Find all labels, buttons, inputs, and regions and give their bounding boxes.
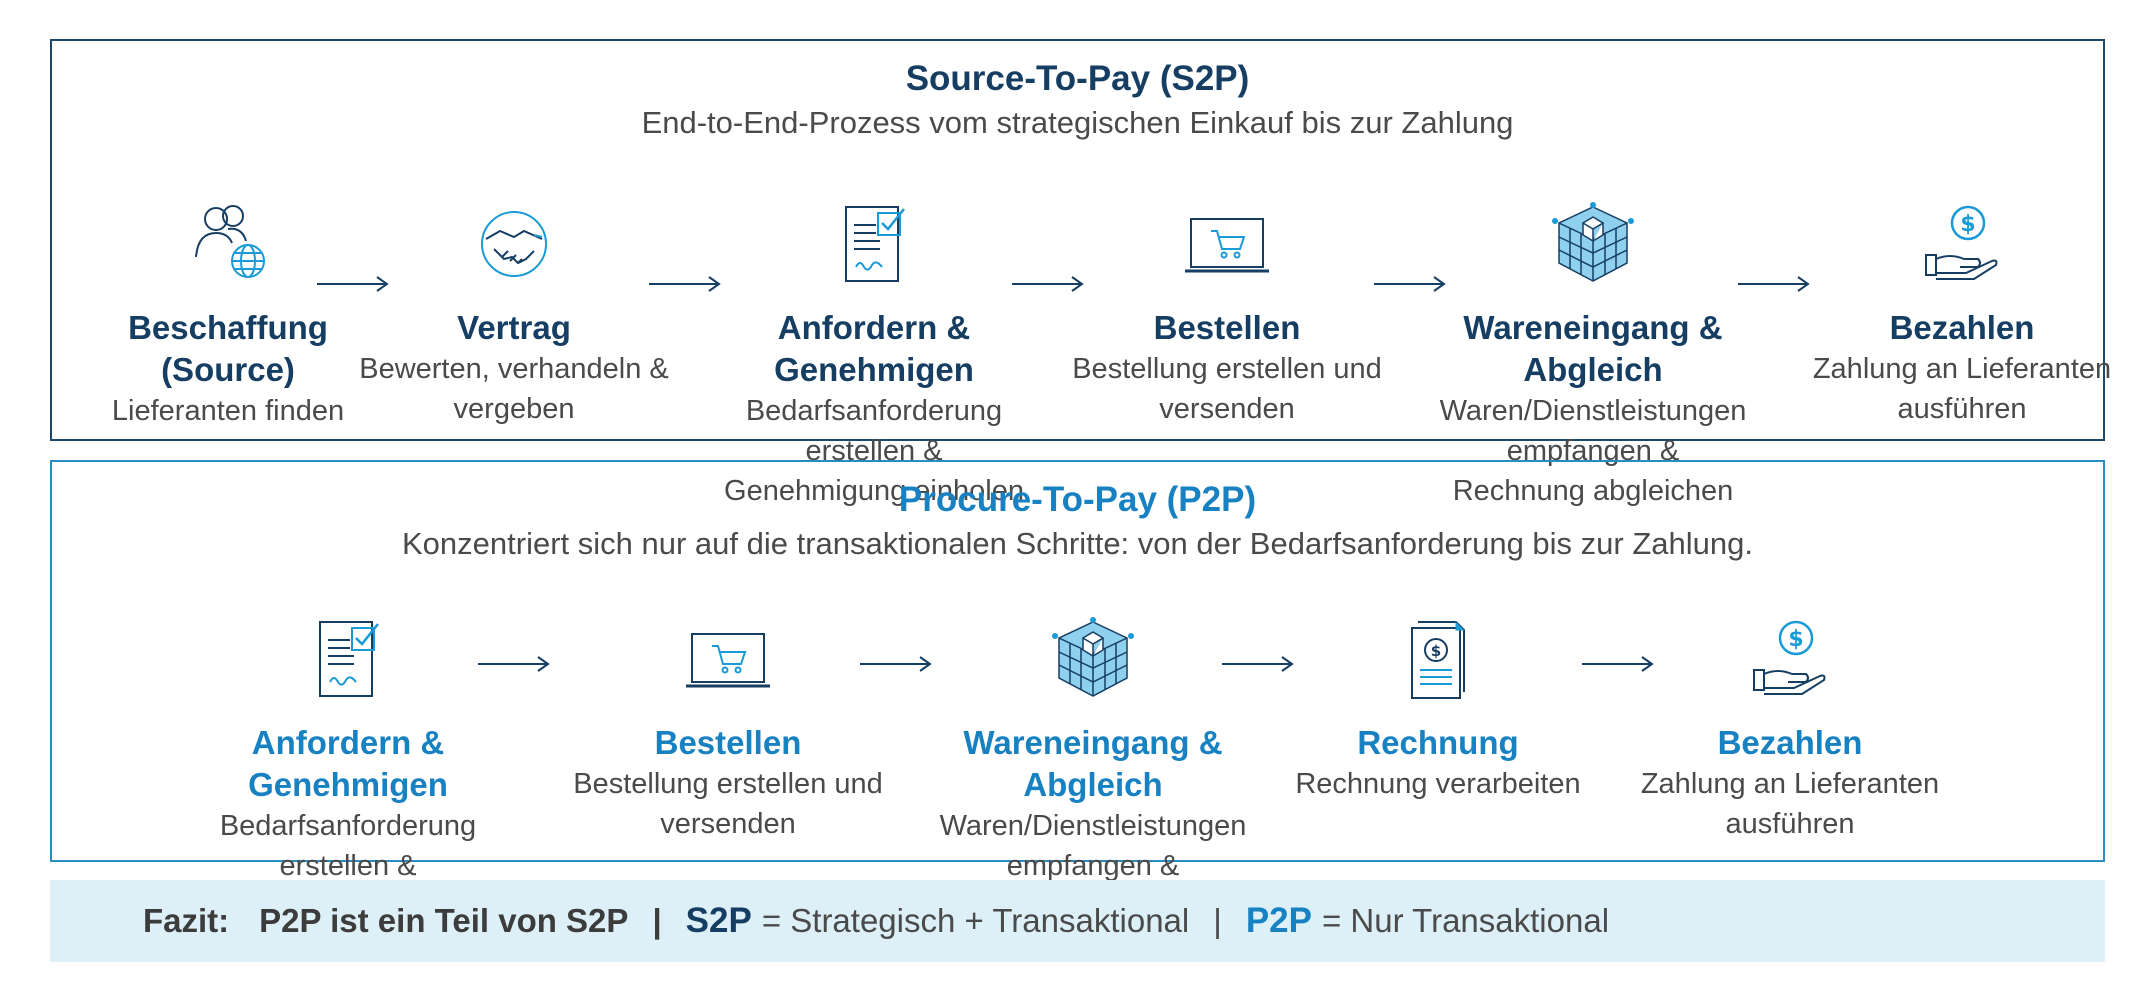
s2p-step-label: Bezahlen [1889, 309, 2035, 346]
s2p-title: Source-To-Pay (S2P) [905, 59, 1250, 98]
invoice-coin-icon: $ [1411, 621, 1465, 699]
s2p-step-desc: Zahlung an Lieferanten ausführen [1812, 353, 2112, 425]
s2p-step-label: Vertrag [457, 309, 571, 346]
s2p-panel: Source-To-Pay (S2P) End-to-End-Prozess v… [50, 39, 2111, 507]
p2p-step-desc: Bestellung erstellen und versenden [573, 768, 883, 840]
s2p-step-desc: Waren/Dienstleistungen empfangen & Rechn… [1439, 395, 1747, 507]
hand-coin-icon: $ [1753, 620, 1826, 695]
s2p-step-label: Wareneingang & Abgleich [1463, 309, 1723, 388]
laptop-cart-icon [1185, 218, 1269, 273]
s2p-step-anfordern: Anfordern & Genehmigen Bedarfsanforderun… [719, 199, 1029, 511]
fazit-divider: | [1213, 902, 1222, 939]
arrow-right-icon [1012, 276, 1084, 292]
document-check-icon [319, 621, 379, 697]
p2p-step-label: Rechnung [1357, 724, 1519, 761]
cube-boxes-icon [1552, 202, 1634, 282]
p2p-step-desc: Rechnung verarbeiten [1295, 768, 1581, 800]
fazit-label: Fazit: [143, 902, 230, 939]
p2p-title: Procure-To-Pay (P2P) [898, 480, 1257, 519]
arrow-right-icon [1738, 276, 1810, 292]
fazit-divider: | [652, 902, 662, 939]
handshake-icon [481, 211, 547, 277]
s2p-step-vertrag: Vertrag Bewerten, verhandeln & vergeben [359, 199, 669, 429]
p2p-panel: Procure-To-Pay (P2P) Konzentriert sich n… [50, 460, 2105, 922]
fazit-p2p-abbr: P2P [1245, 901, 1312, 940]
arrow-right-icon [478, 656, 550, 672]
arrow-right-icon [1582, 656, 1654, 672]
fazit-s2p-abbr: S2P [685, 901, 752, 940]
fazit-p2p-definition: = Nur Transaktional [1321, 902, 1610, 939]
fazit-bar: Fazit: P2P ist ein Teil von S2P | S2P = … [50, 880, 2105, 962]
s2p-step-desc: Bestellung erstellen und versenden [1072, 353, 1382, 425]
svg-text:$: $ [1788, 627, 1803, 652]
fazit-statement: P2P ist ein Teil von S2P [259, 902, 629, 939]
laptop-cart-icon [686, 633, 770, 688]
cube-boxes-icon [1052, 617, 1134, 697]
p2p-step-label: Bezahlen [1717, 724, 1863, 761]
arrow-right-icon [1374, 276, 1446, 292]
p2p-step-label: Anfordern & Genehmigen [248, 724, 448, 803]
s2p-step-label: Beschaffung (Source) [128, 309, 328, 388]
arrow-right-icon [317, 276, 389, 292]
p2p-step-bezahlen: $ Bezahlen Zahlung an Lieferanten ausfüh… [1635, 614, 1945, 844]
hand-coin-icon: $ [1925, 205, 1998, 280]
p2p-subtitle: Konzentriert sich nur auf die transaktio… [402, 526, 1753, 561]
svg-text:$: $ [1960, 212, 1975, 237]
p2p-step-desc: Zahlung an Lieferanten ausführen [1640, 768, 1940, 840]
p2p-step-label: Wareneingang & Abgleich [963, 724, 1223, 803]
people-globe-icon [195, 205, 265, 278]
s2p-step-label: Bestellen [1153, 309, 1301, 346]
arrow-right-icon [1222, 656, 1294, 672]
p2p-step-label: Bestellen [654, 724, 802, 761]
document-check-icon [845, 206, 905, 282]
s2p-subtitle: End-to-End-Prozess vom strategischen Ein… [641, 105, 1514, 140]
fazit-s2p-definition: = Strategisch + Transaktional [761, 902, 1190, 939]
svg-text:$: $ [1431, 642, 1441, 660]
arrow-right-icon [649, 276, 721, 292]
p2p-step-rechnung: $ Rechnung Rechnung verarbeiten [1283, 614, 1593, 804]
s2p-step-desc: Bedarfsanforderung erstellen & Genehmigu… [724, 395, 1024, 507]
arrow-right-icon [860, 656, 932, 672]
s2p-step-desc: Lieferanten finden [111, 395, 345, 427]
s2p-step-desc: Bewerten, verhandeln & vergeben [359, 353, 669, 425]
s2p-step-wareneingang: Wareneingang & Abgleich Waren/Dienstleis… [1438, 199, 1748, 511]
s2p-step-bestellen: Bestellen Bestellung erstellen und verse… [1072, 199, 1382, 429]
s2p-step-bezahlen: $ Bezahlen Zahlung an Lieferanten ausfüh… [1807, 199, 2117, 429]
p2p-step-bestellen: Bestellen Bestellung erstellen und verse… [573, 614, 883, 844]
s2p-step-label: Anfordern & Genehmigen [774, 309, 974, 388]
s2p-step-beschaffung: Beschaffung (Source) Lieferanten finden [73, 199, 383, 431]
